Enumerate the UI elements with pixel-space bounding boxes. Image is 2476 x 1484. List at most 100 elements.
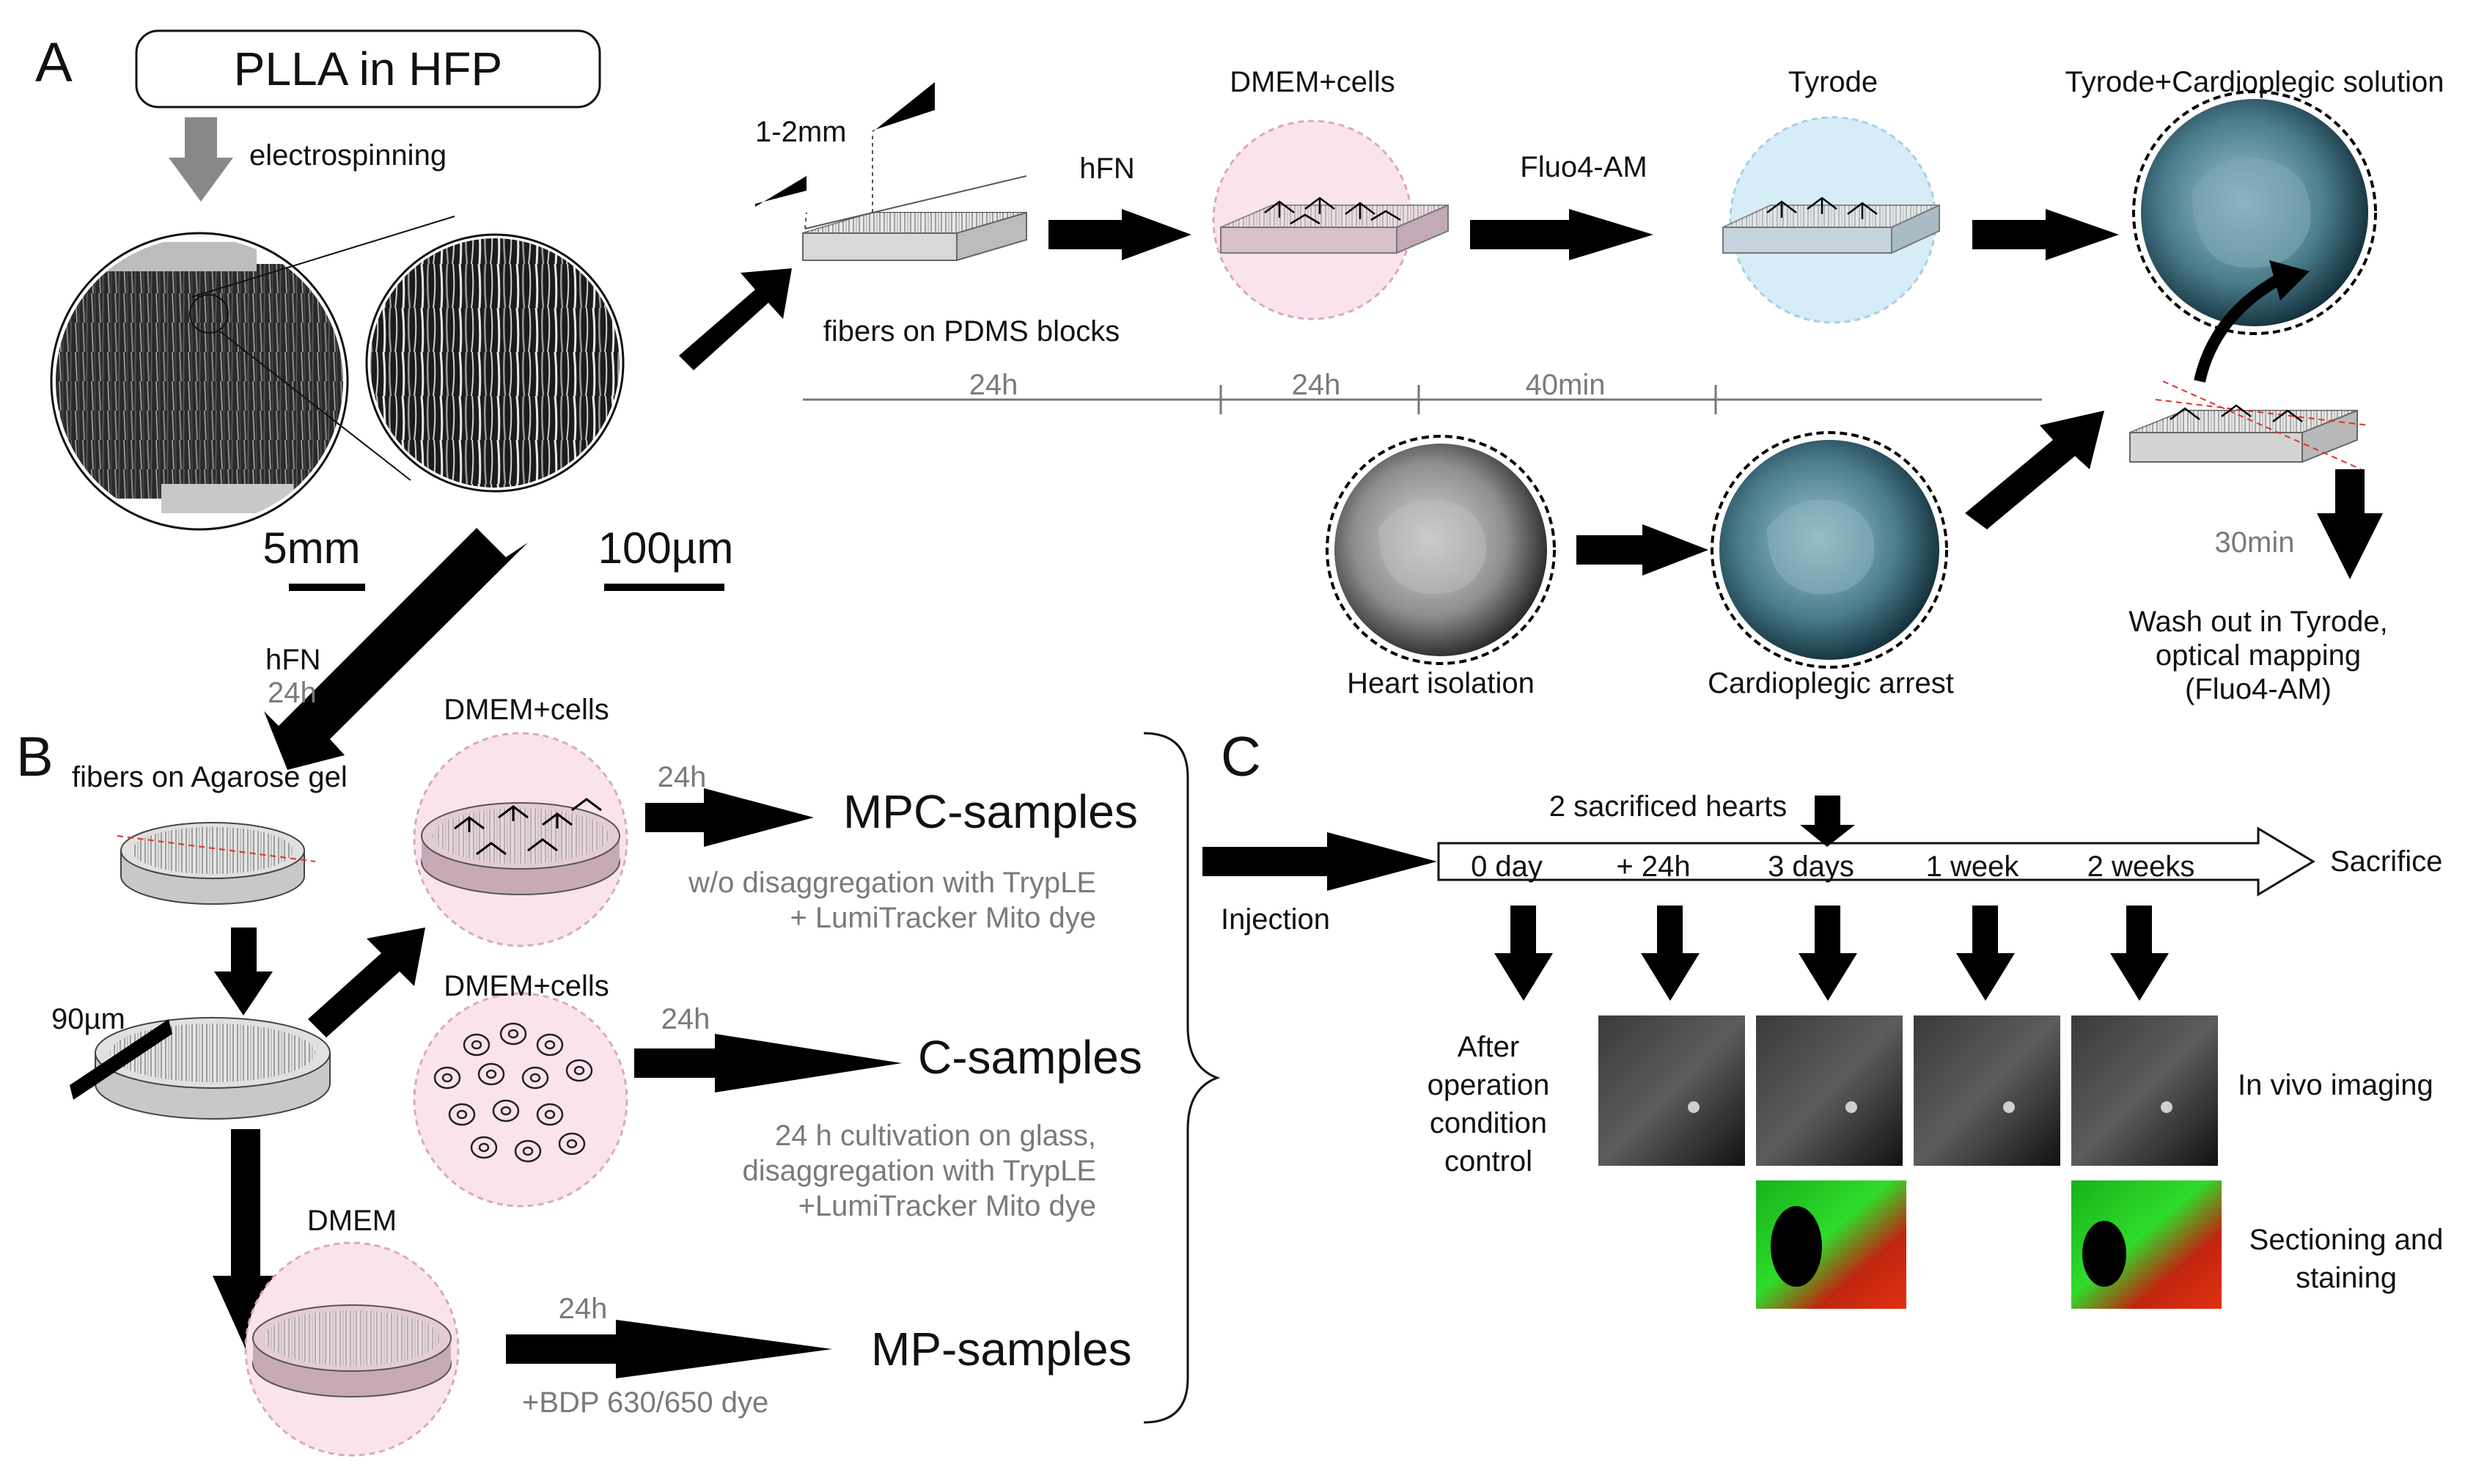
arrow-up-curve (2194, 273, 2283, 383)
arrow-to-arrest (1576, 524, 1708, 576)
timeline-1week: 1 week (1925, 851, 2019, 883)
mpc-note-2: + LumiTracker Mito dye (790, 902, 1096, 934)
panel-b-label: B (16, 726, 54, 788)
tyrode-label: Tyrode (1788, 66, 1878, 98)
scale-bar-5mm (289, 584, 365, 591)
mpc-notes: w/o disaggregation with TrypLE + LumiTra… (688, 865, 1096, 936)
heart-cardioplegic-image (2132, 90, 2377, 335)
timeline-0day: 0 day (1471, 851, 1543, 883)
c-cells-stage (413, 992, 628, 1208)
b-hfn-label: hFN (265, 644, 321, 676)
mpc-cells-stage (413, 732, 628, 947)
dmem-cells-label: DMEM+cells (1230, 66, 1395, 98)
c-samples-label: C-samples (918, 1031, 1142, 1084)
electrospinning-label: electrospinning (249, 139, 447, 172)
scale-100um-label: 100µm (598, 524, 734, 573)
source-label: PLLA in HFP (233, 43, 503, 95)
c-note-2: disaggregation with TrypLE (742, 1155, 1097, 1187)
staining-images (1756, 1180, 2222, 1309)
sectioning-line-2: staining (2296, 1262, 2397, 1294)
heart-isolation-image (1326, 435, 1556, 665)
c-note-1: 24 h cultivation on glass, (774, 1120, 1096, 1152)
b-hfn-time-label: 24h (268, 677, 317, 709)
arrow-down-washout (2317, 469, 2383, 579)
panel-a-label: A (35, 32, 73, 94)
washout-line-1: Wash out in Tyrode, (2128, 606, 2388, 638)
c-samples-time: 24h (661, 1003, 710, 1035)
timeline-a (803, 385, 2042, 414)
b-dmem: DMEM (306, 1205, 397, 1237)
arrow-to-agarose (264, 528, 528, 770)
c-note-3: +LumiTracker Mito dye (798, 1190, 1096, 1222)
arrow-to-mpc-circle (308, 928, 425, 1037)
arrow-c (634, 1034, 902, 1092)
timeline-2weeks: 2 weeks (2087, 851, 2195, 883)
sectioning-line-1: Sectioning and (2249, 1224, 2444, 1256)
b-dmem-cells-2: DMEM+cells (444, 970, 609, 1002)
cardioplegic-arrest-label: Cardioplegic arrest (1708, 667, 1954, 699)
injection-label: Injection (1221, 903, 1330, 936)
fiber-macro-image (50, 232, 349, 531)
dmem-cells-stage (1212, 120, 1449, 320)
time-label-3: 40min (1525, 369, 1606, 401)
mp-note: +BDP 630/650 dye (522, 1386, 769, 1419)
cardioplegic-arrest-image (1711, 431, 1948, 669)
pdms-block-cells (2129, 381, 2369, 470)
timeline-3days: 3 days (1768, 851, 1854, 883)
arrow-sacrificed (1800, 796, 1855, 847)
b-thickness-label: 90µm (51, 1003, 125, 1035)
panel-c-label: C (1221, 726, 1261, 788)
scale-5mm-label: 5mm (262, 524, 361, 573)
washout-line-2: optical mapping (2155, 639, 2362, 672)
mpc-note-1: w/o disaggregation with TrypLE (688, 867, 1096, 899)
control-line-2: operation (1427, 1069, 1550, 1101)
scale-bar-100um (604, 584, 724, 591)
heart-isolation-label: Heart isolation (1347, 667, 1535, 699)
control-line-4: control (1444, 1145, 1533, 1178)
mp-stage (244, 1241, 460, 1457)
electrospinning-arrow (169, 117, 233, 202)
timeline-down-arrows (1494, 906, 2169, 1001)
brace (1143, 732, 1221, 1424)
sectioning-label: Sectioning and staining (2249, 1221, 2444, 1297)
mp-label: MP-samples (871, 1323, 1132, 1375)
washout-line-3: (Fluo4-AM) (2184, 673, 2332, 705)
arrow-fluo (1470, 209, 1653, 260)
mpc-label: MPC-samples (843, 785, 1138, 838)
fibers-agarose-label: fibers on Agarose gel (72, 761, 348, 793)
arrow-hfn (1048, 209, 1191, 260)
arrow-to-cardioplegic (1972, 209, 2119, 260)
time-label-1: 24h (969, 369, 1018, 401)
fluo-label: Fluo4-AM (1520, 151, 1647, 183)
source-box (135, 29, 601, 109)
control-label: After operation condition control (1428, 1028, 1550, 1180)
b-dmem-cells-1: DMEM+cells (444, 694, 609, 726)
timeline-24h: + 24h (1616, 851, 1691, 883)
in-vivo-label: In vivo imaging (2238, 1069, 2433, 1101)
sacrificed-label: 2 sacrificed hearts (1549, 790, 1788, 823)
in-vivo-images (1598, 1015, 2218, 1166)
pdms-block (755, 82, 1027, 262)
arrow-mp (506, 1320, 832, 1378)
arrow-to-pdms (679, 268, 792, 370)
tyrode-stage (1722, 116, 1940, 324)
time-label-4: 30min (2214, 526, 2295, 559)
agarose-disc (117, 822, 316, 905)
arrow-injection (1202, 832, 1437, 891)
thickness-label: 1-2mm (755, 116, 847, 148)
arrow-diag-right (1965, 411, 2104, 529)
arrow-b-down1 (214, 928, 273, 1015)
fiber-micro-image (365, 233, 625, 493)
fibers-pdms-label: fibers on PDMS blocks (823, 315, 1120, 348)
washout-label: Wash out in Tyrode, optical mapping (Flu… (2128, 605, 2388, 706)
timeline-arrow (1437, 826, 2315, 897)
sacrifice-label: Sacrifice (2330, 845, 2443, 878)
control-line-1: After (1457, 1031, 1520, 1063)
time-label-2: 24h (1291, 369, 1341, 401)
mp-time: 24h (558, 1293, 608, 1325)
agarose-disc-cut (70, 1017, 331, 1120)
control-line-3: condition (1429, 1107, 1548, 1139)
c-samples-notes: 24 h cultivation on glass, disaggregatio… (743, 1118, 1097, 1224)
